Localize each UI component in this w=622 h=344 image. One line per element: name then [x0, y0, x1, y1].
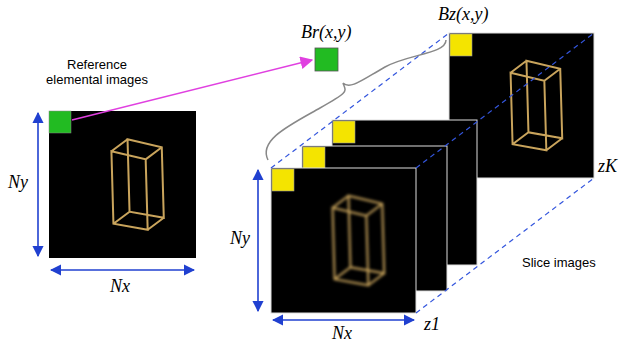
dimension-label: Nx	[110, 276, 130, 297]
dashed-guides	[271, 33, 594, 313]
depth-label: zK	[598, 156, 617, 177]
dimension-arrow	[51, 269, 194, 271]
dimension-arrow	[257, 170, 259, 311]
reference-image	[49, 111, 196, 258]
reference-block	[49, 111, 71, 133]
slice-stack	[271, 33, 594, 313]
brace	[266, 40, 446, 160]
dimension-label: Ny	[230, 228, 250, 249]
dimension-arrow	[273, 319, 414, 321]
slice-block	[450, 34, 472, 56]
slice-image	[271, 168, 416, 313]
wireframe-cube	[111, 139, 163, 230]
depth-label: z1	[424, 314, 440, 335]
slice-block	[333, 121, 355, 143]
dimension-arrow	[37, 113, 39, 256]
slice-block	[303, 147, 325, 169]
dimension-label: Ny	[8, 172, 28, 193]
dimension-label: Nx	[332, 323, 352, 344]
block-label: Bz(x,y)	[438, 4, 488, 25]
block-label: Br(x,y)	[301, 22, 351, 43]
blurred-cube	[333, 196, 385, 285]
slice-block	[272, 169, 294, 191]
reference-block	[315, 48, 338, 71]
caption-label: Slice images	[522, 256, 596, 271]
caption-label: Reference elemental images	[41, 58, 153, 88]
wireframe-cube	[511, 61, 563, 150]
